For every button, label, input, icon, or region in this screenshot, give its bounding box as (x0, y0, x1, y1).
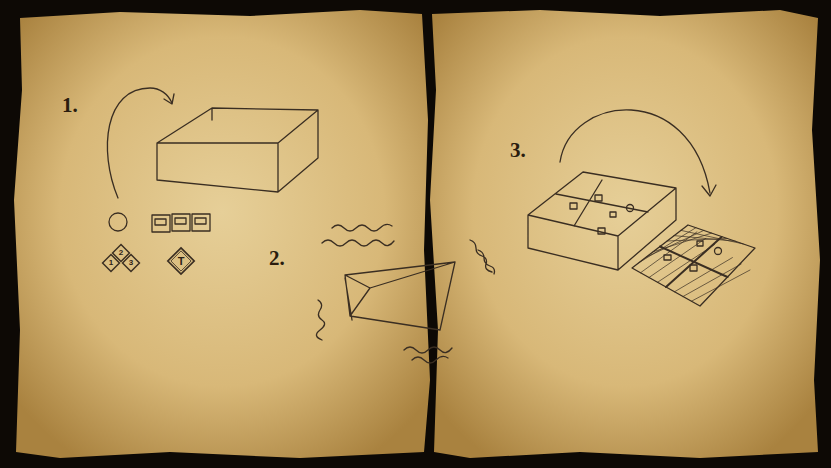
tiles (152, 214, 210, 232)
tile-number: 2 (119, 249, 123, 257)
left-page (14, 10, 430, 458)
tile-number: 3 (129, 259, 133, 267)
open-box (157, 108, 318, 192)
tile-diamond: T (167, 247, 195, 275)
step-number: 1. (62, 93, 78, 118)
tile-number: T (178, 256, 185, 267)
step-number: 2. (269, 246, 285, 271)
compartment-tray (528, 172, 676, 270)
tile-diamond: 3 (122, 254, 140, 272)
shaking-box (345, 262, 455, 330)
tile-number: 1 (109, 259, 113, 267)
step-number: 3. (510, 138, 526, 163)
shake-lines (316, 224, 494, 363)
tray-pieces (570, 195, 634, 234)
grid-board (632, 225, 755, 306)
right-page (430, 10, 820, 458)
curved-arrow (560, 110, 710, 193)
curved-arrow (107, 88, 172, 198)
token-circle (109, 213, 127, 231)
